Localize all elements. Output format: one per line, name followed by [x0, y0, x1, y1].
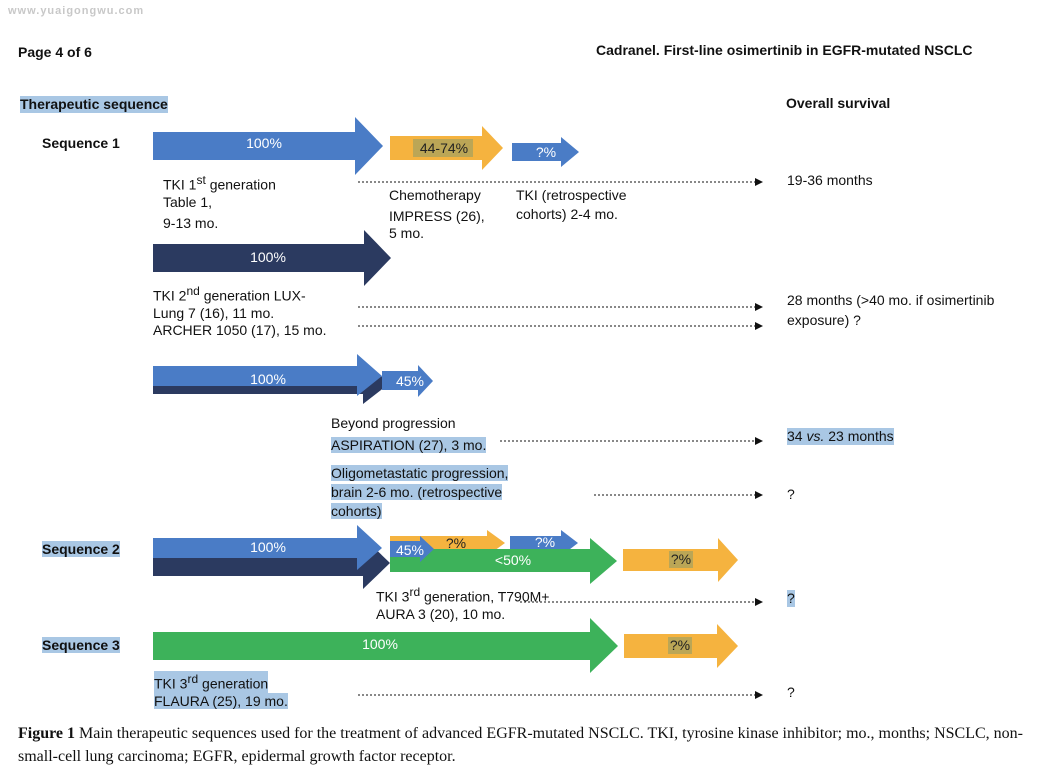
text-tki-retro: TKI (retrospective cohorts) 2-4 mo. [516, 187, 627, 222]
label-seq1b-100: 100% [250, 249, 286, 265]
label-seq1-100: 100% [246, 135, 282, 151]
survival-seq2: ? [787, 590, 795, 607]
arrow-seq1-tki1 [153, 117, 383, 175]
arrow-seq2-45 [390, 536, 434, 562]
arrow-seq1-tki2 [153, 230, 391, 286]
survival-seq1: 19-36 months [787, 172, 873, 188]
text-chemo: Chemotherapy IMPRESS (26), 5 mo. [389, 187, 485, 241]
arrow-seq1-45 [382, 365, 433, 397]
arrow-seq2-blue [153, 525, 382, 570]
sequence-3-label: Sequence 3 [42, 637, 120, 653]
survival-seq3: ? [787, 684, 795, 700]
arrow-seq1-tki-retro [512, 137, 579, 167]
text-tki3-flaura: TKI 3rd generation FLAURA (25), 19 mo. [154, 671, 288, 709]
text-beyond: Beyond progression ASPIRATION (27), 3 mo… [331, 415, 487, 453]
text-tki1: TKI 1st generation Table 1, 9-13 mo. [163, 173, 276, 231]
running-title: Cadranel. First-line osimertinib in EGFR… [596, 42, 973, 58]
label-seq2-100: 100% [250, 539, 286, 555]
survival-oligo: ? [787, 486, 795, 502]
column-overall-survival: Overall survival [786, 95, 891, 111]
label-seq2-q2: ?% [535, 534, 555, 550]
survival-seq1b: 28 months (>40 mo. if osimertinib exposu… [787, 292, 995, 328]
column-therapeutic-sequence: Therapeutic sequence [20, 96, 168, 113]
text-oligo: Oligometastatic progression, brain 2-6 m… [331, 465, 509, 519]
arrow-seq3-green [153, 618, 618, 673]
label-seq1-44-74: 44-74% [420, 140, 468, 156]
label-seq2-45: 45% [396, 542, 424, 558]
label-seq1-q: ?% [536, 144, 556, 160]
sequence-1-label: Sequence 1 [42, 135, 120, 151]
label-seq3-100: 100% [362, 636, 398, 652]
arrow-seq2-green [390, 538, 617, 584]
label-seq3-q: ?% [670, 637, 690, 653]
label-seq2-q1: ?% [446, 535, 466, 551]
arrow-seq1-tki-blue [153, 354, 382, 396]
sequence-2-label: Sequence 2 [42, 541, 120, 557]
text-tki2: TKI 2nd generation LUX- Lung 7 (16), 11 … [153, 284, 327, 338]
survival-beyond: 34 vs. 23 months [787, 428, 894, 445]
label-seq2-lt50: <50% [495, 552, 531, 568]
label-seq2-q3: ?% [671, 551, 691, 567]
label-seq1c-45: 45% [396, 373, 424, 389]
text-tki3-t790m: TKI 3rd generation, T790M+ AURA 3 (20), … [376, 585, 550, 622]
watermark: www.yuaigongwu.com [8, 5, 145, 17]
label-seq1c-100: 100% [250, 371, 286, 387]
figure-caption: Figure 1 Main therapeutic sequences used… [18, 725, 1023, 765]
page-number: Page 4 of 6 [18, 44, 92, 60]
